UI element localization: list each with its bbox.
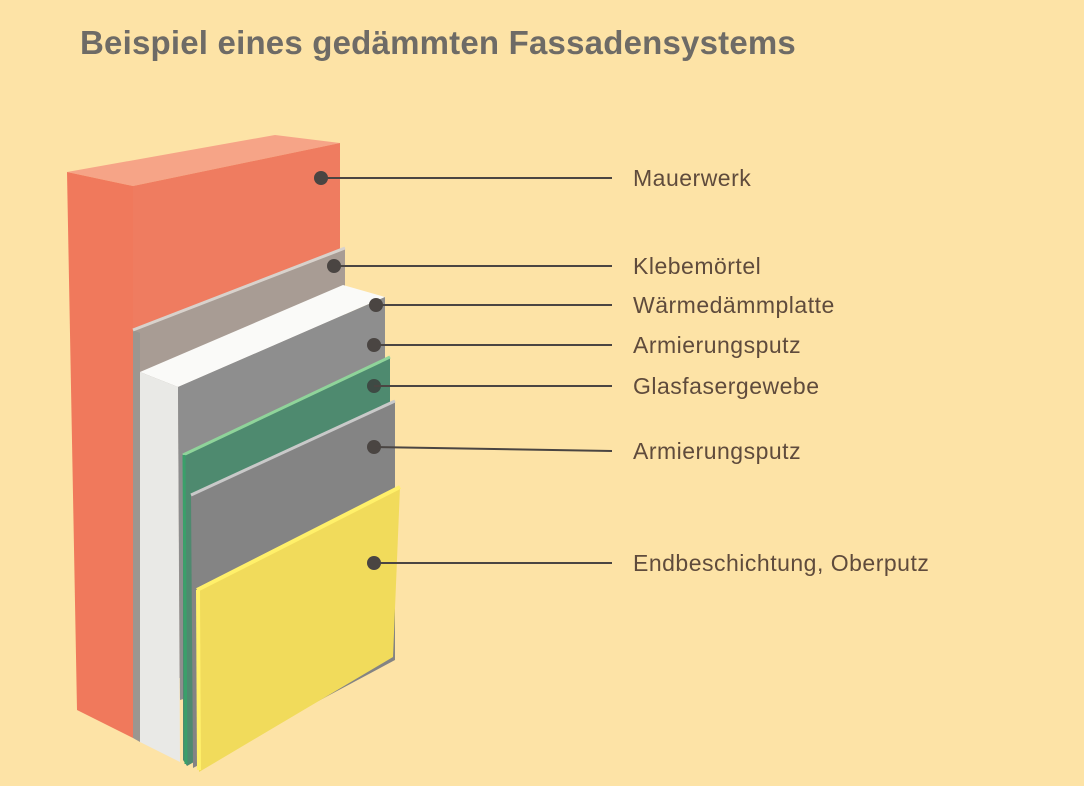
label-armierungsputz-2: Armierungsputz bbox=[633, 438, 801, 464]
label-klebemoertel: Klebemörtel bbox=[633, 253, 761, 279]
label-waermedaemmplatte: Wärmedämmplatte bbox=[633, 292, 835, 318]
diagram-title: Beispiel eines gedämmten Fassadensystems bbox=[80, 24, 796, 61]
layer-endbeschichtung bbox=[196, 485, 401, 772]
callout-mauerwerk: Mauerwerk bbox=[314, 165, 751, 191]
label-armierungsputz-1: Armierungsputz bbox=[633, 332, 801, 358]
callout-armierungsputz-2: Armierungsputz bbox=[367, 438, 801, 464]
label-glasfasergewebe: Glasfasergewebe bbox=[633, 373, 820, 399]
callout-armierungsputz-1: Armierungsputz bbox=[367, 332, 801, 358]
callout-waermedaemmplatte: Wärmedämmplatte bbox=[369, 292, 835, 318]
label-endbeschichtung: Endbeschichtung, Oberputz bbox=[633, 550, 929, 576]
callout-klebemoertel: Klebemörtel bbox=[327, 253, 761, 279]
callout-endbeschichtung: Endbeschichtung, Oberputz bbox=[367, 550, 929, 576]
callout-glasfasergewebe: Glasfasergewebe bbox=[367, 373, 820, 399]
label-mauerwerk: Mauerwerk bbox=[633, 165, 751, 191]
